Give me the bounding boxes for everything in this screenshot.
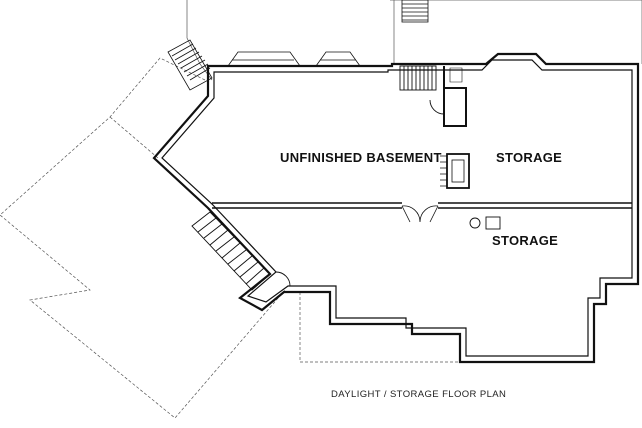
exterior-stair [167,39,213,91]
room-label-unfinished-basement: UNFINISHED BASEMENT [280,150,442,165]
plan-caption: DAYLIGHT / STORAGE FLOOR PLAN [331,389,506,400]
upper-stair [401,0,429,23]
fireplace [440,153,470,189]
bay-windows [227,51,361,67]
deck-outlines [0,0,642,419]
lower-stair [191,211,291,291]
interior-walls [212,202,632,223]
mechanical-equipment [469,216,501,230]
room-label-storage-lower: STORAGE [492,233,558,248]
exterior-walls [152,52,640,364]
interior-stair [399,65,467,127]
room-label-storage-upper: STORAGE [496,150,562,165]
